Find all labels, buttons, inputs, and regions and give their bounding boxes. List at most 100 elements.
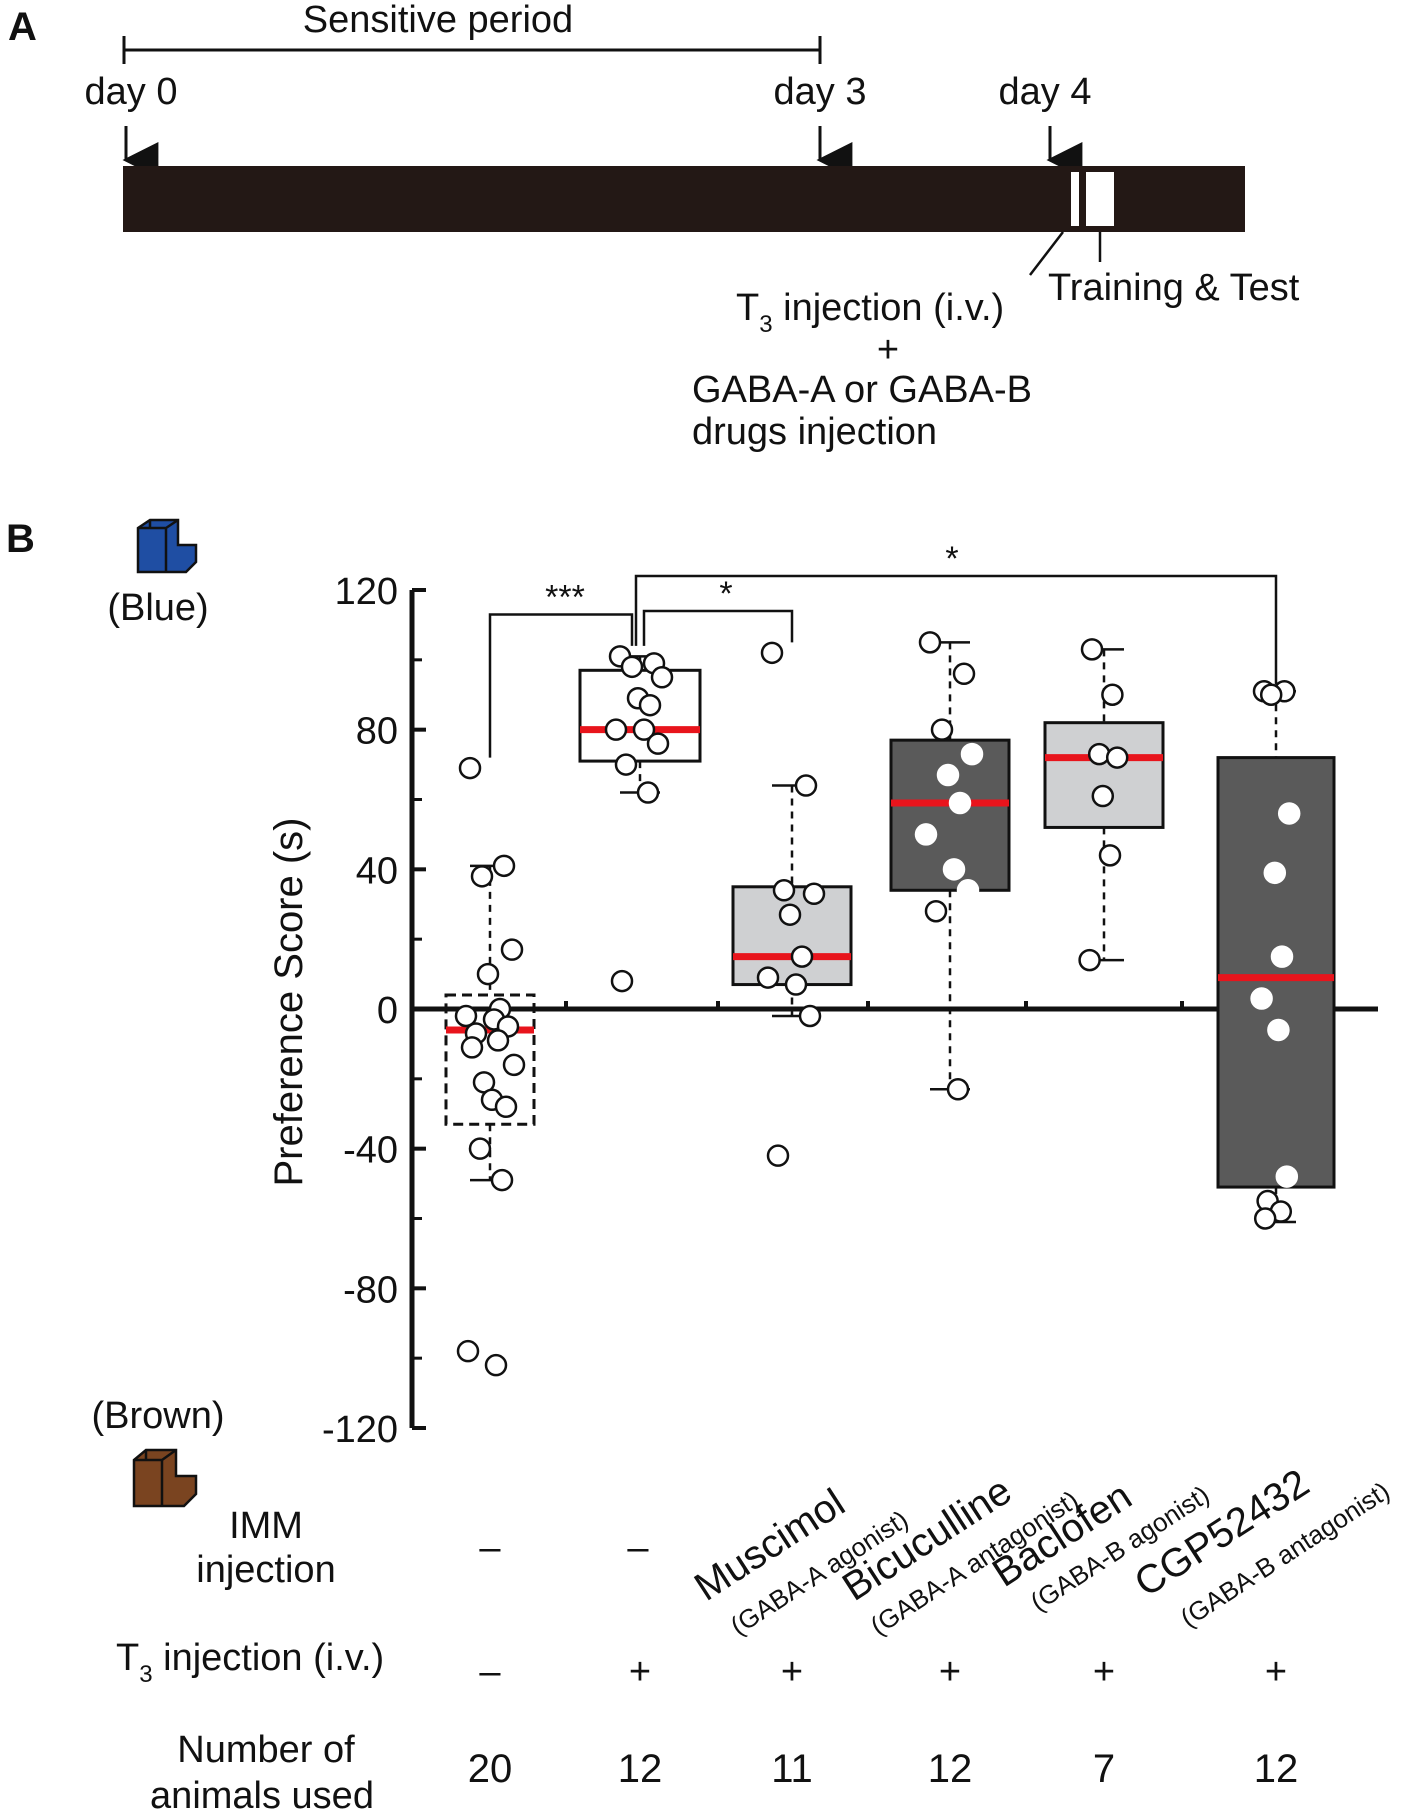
blue-box-icon [136, 518, 198, 574]
panel-b: B (Blue) (Brown) Preference Score (s) -1… [6, 517, 1395, 1815]
y-tick-label: -40 [343, 1130, 398, 1172]
data-point [1270, 945, 1294, 968]
timeline-bar [123, 166, 1245, 232]
data-point [502, 1053, 526, 1077]
data-point [952, 662, 976, 686]
data-point [798, 1004, 822, 1028]
data-point [1263, 861, 1287, 885]
data-point [914, 823, 938, 846]
t3-row-label: T3 injection (i.v.) [116, 1637, 384, 1688]
t3-value: + [1265, 1651, 1287, 1693]
data-point [756, 966, 780, 989]
training-test-marker [1086, 172, 1114, 226]
y-tick-label: -80 [343, 1269, 398, 1311]
data-point [1267, 1018, 1290, 1042]
gaba-label-line2: drugs injection [692, 411, 937, 453]
data-point [778, 903, 802, 926]
panel-a-letter: A [8, 5, 37, 49]
data-point [936, 763, 960, 787]
data-point [456, 1339, 480, 1363]
data-point [948, 791, 972, 815]
animal-count: 7 [1093, 1747, 1115, 1791]
y-axis-label: Preference Score (s) [267, 817, 311, 1186]
box [731, 885, 853, 987]
data-point [790, 945, 814, 968]
data-point [1078, 948, 1101, 972]
sig-bracket-1-2 [642, 609, 794, 646]
brown-box-icon [132, 1448, 198, 1508]
data-point [460, 1036, 484, 1059]
box [578, 668, 702, 763]
data-point [930, 718, 954, 741]
sig-bracket-0-1 [488, 613, 634, 758]
sig-label-1-5: * [945, 540, 958, 578]
data-point [454, 1004, 478, 1028]
data-point [1091, 784, 1115, 808]
box [1043, 721, 1165, 829]
gaba-label-line1: GABA-A or GABA-B [692, 369, 1032, 411]
data-point [1101, 683, 1124, 706]
data-point [960, 742, 984, 766]
day-4-label: day 4 [999, 71, 1092, 113]
y-tick-label: 40 [356, 850, 398, 892]
training-test-label: Training & Test [1048, 267, 1300, 309]
data-point [1087, 742, 1111, 766]
data-point [468, 1137, 492, 1160]
data-point [946, 1078, 970, 1101]
t3-row-values: –+++++ [479, 1651, 1287, 1693]
t3-value: + [939, 1651, 961, 1693]
t3-leader-line [1029, 231, 1064, 276]
data-point [638, 693, 662, 717]
box [444, 993, 536, 1126]
animals-label-line2: animals used [150, 1775, 374, 1815]
data-point [486, 1029, 510, 1052]
day-3-label: day 3 [774, 71, 867, 113]
panel-b-letter: B [6, 517, 35, 561]
data-point [1105, 746, 1129, 769]
animal-count: 12 [1254, 1747, 1299, 1791]
sig-bracket-1-5 [634, 574, 1278, 685]
t3-value: – [479, 1651, 501, 1693]
panel-a: A Sensitive period day 0 day 3 day 4 Tra… [8, 0, 1300, 453]
sensitive-period-label: Sensitive period [303, 0, 573, 41]
day-0-label: day 0 [85, 71, 178, 113]
imm-value-control: – [479, 1527, 501, 1569]
data-point [1253, 1207, 1277, 1230]
t3-injection-marker [1071, 172, 1079, 226]
data-point [650, 666, 674, 689]
data-point [620, 655, 644, 679]
t3-value: + [781, 1651, 803, 1693]
data-point [484, 1353, 508, 1377]
plus-label: + [877, 329, 899, 371]
data-point [492, 854, 516, 878]
data-point [500, 938, 524, 961]
y-tick-label: 120 [335, 571, 398, 613]
animal-count: 12 [928, 1747, 973, 1791]
data-point [942, 858, 966, 881]
data-point [784, 973, 808, 996]
y-tick-label: 80 [356, 711, 398, 753]
data-point [490, 1168, 514, 1192]
data-point [772, 879, 796, 902]
data-point [604, 718, 628, 741]
brown-label: (Brown) [91, 1395, 224, 1437]
y-tick-label: -120 [322, 1409, 398, 1451]
data-point [766, 1144, 790, 1167]
data-point [956, 879, 980, 902]
imm-label-line1: IMM [229, 1505, 303, 1547]
animal-count: 11 [771, 1747, 813, 1791]
data-point [924, 899, 948, 923]
animals-label-line1: Number of [177, 1729, 355, 1771]
data-point [632, 718, 656, 741]
data-point [802, 882, 826, 906]
data-point [1259, 683, 1283, 706]
data-point [636, 781, 660, 804]
data-point [610, 969, 634, 993]
data-point [1277, 802, 1301, 825]
data-point [1098, 844, 1122, 867]
animal-count: 20 [468, 1747, 513, 1791]
data-point [614, 753, 638, 776]
